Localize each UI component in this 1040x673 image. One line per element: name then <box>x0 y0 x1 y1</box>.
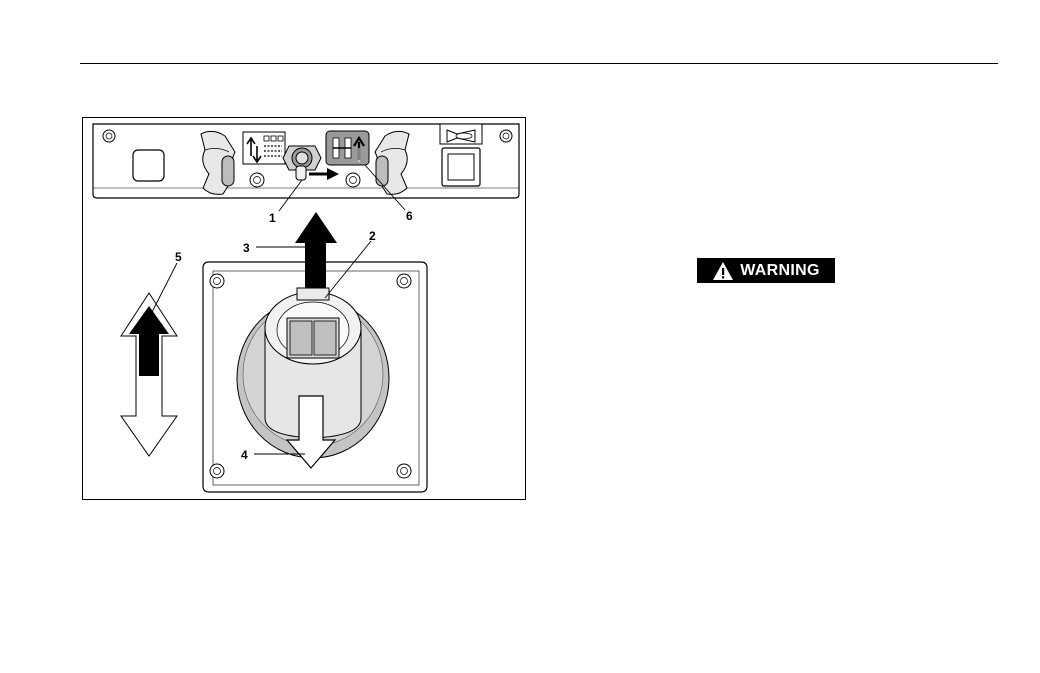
panel-button-right <box>442 148 480 186</box>
joystick-illustration: 1 6 3 2 5 4 <box>83 118 527 501</box>
panel-screw-right <box>500 130 512 142</box>
panel-button-left <box>133 150 164 181</box>
joystick-control-figure: 1 6 3 2 5 4 <box>82 117 526 500</box>
panel-screw-mid-right <box>346 173 360 187</box>
base-screw <box>397 274 411 288</box>
callout-1: 1 <box>269 211 276 225</box>
warning-label: WARNING <box>697 258 835 283</box>
warning-text: WARNING <box>740 262 819 280</box>
warning-triangle-icon <box>712 261 734 281</box>
base-screw <box>210 274 224 288</box>
callout-3: 3 <box>243 241 250 255</box>
callout-6: 6 <box>406 209 413 223</box>
base-screw <box>210 464 224 478</box>
deadman-switch <box>287 318 339 358</box>
control-panel <box>93 124 519 198</box>
panel-screw-mid-left <box>250 173 264 187</box>
panel-screw-left <box>103 130 115 142</box>
drive-mode-symbol-icon <box>243 132 285 164</box>
shaded-mode-symbol-icon <box>326 131 369 165</box>
callout-2: 2 <box>369 229 376 243</box>
base-screw <box>397 464 411 478</box>
horn-icon <box>440 124 482 144</box>
callout-5: 5 <box>175 250 182 264</box>
header-rule <box>80 63 998 64</box>
callout-4: 4 <box>241 448 248 462</box>
